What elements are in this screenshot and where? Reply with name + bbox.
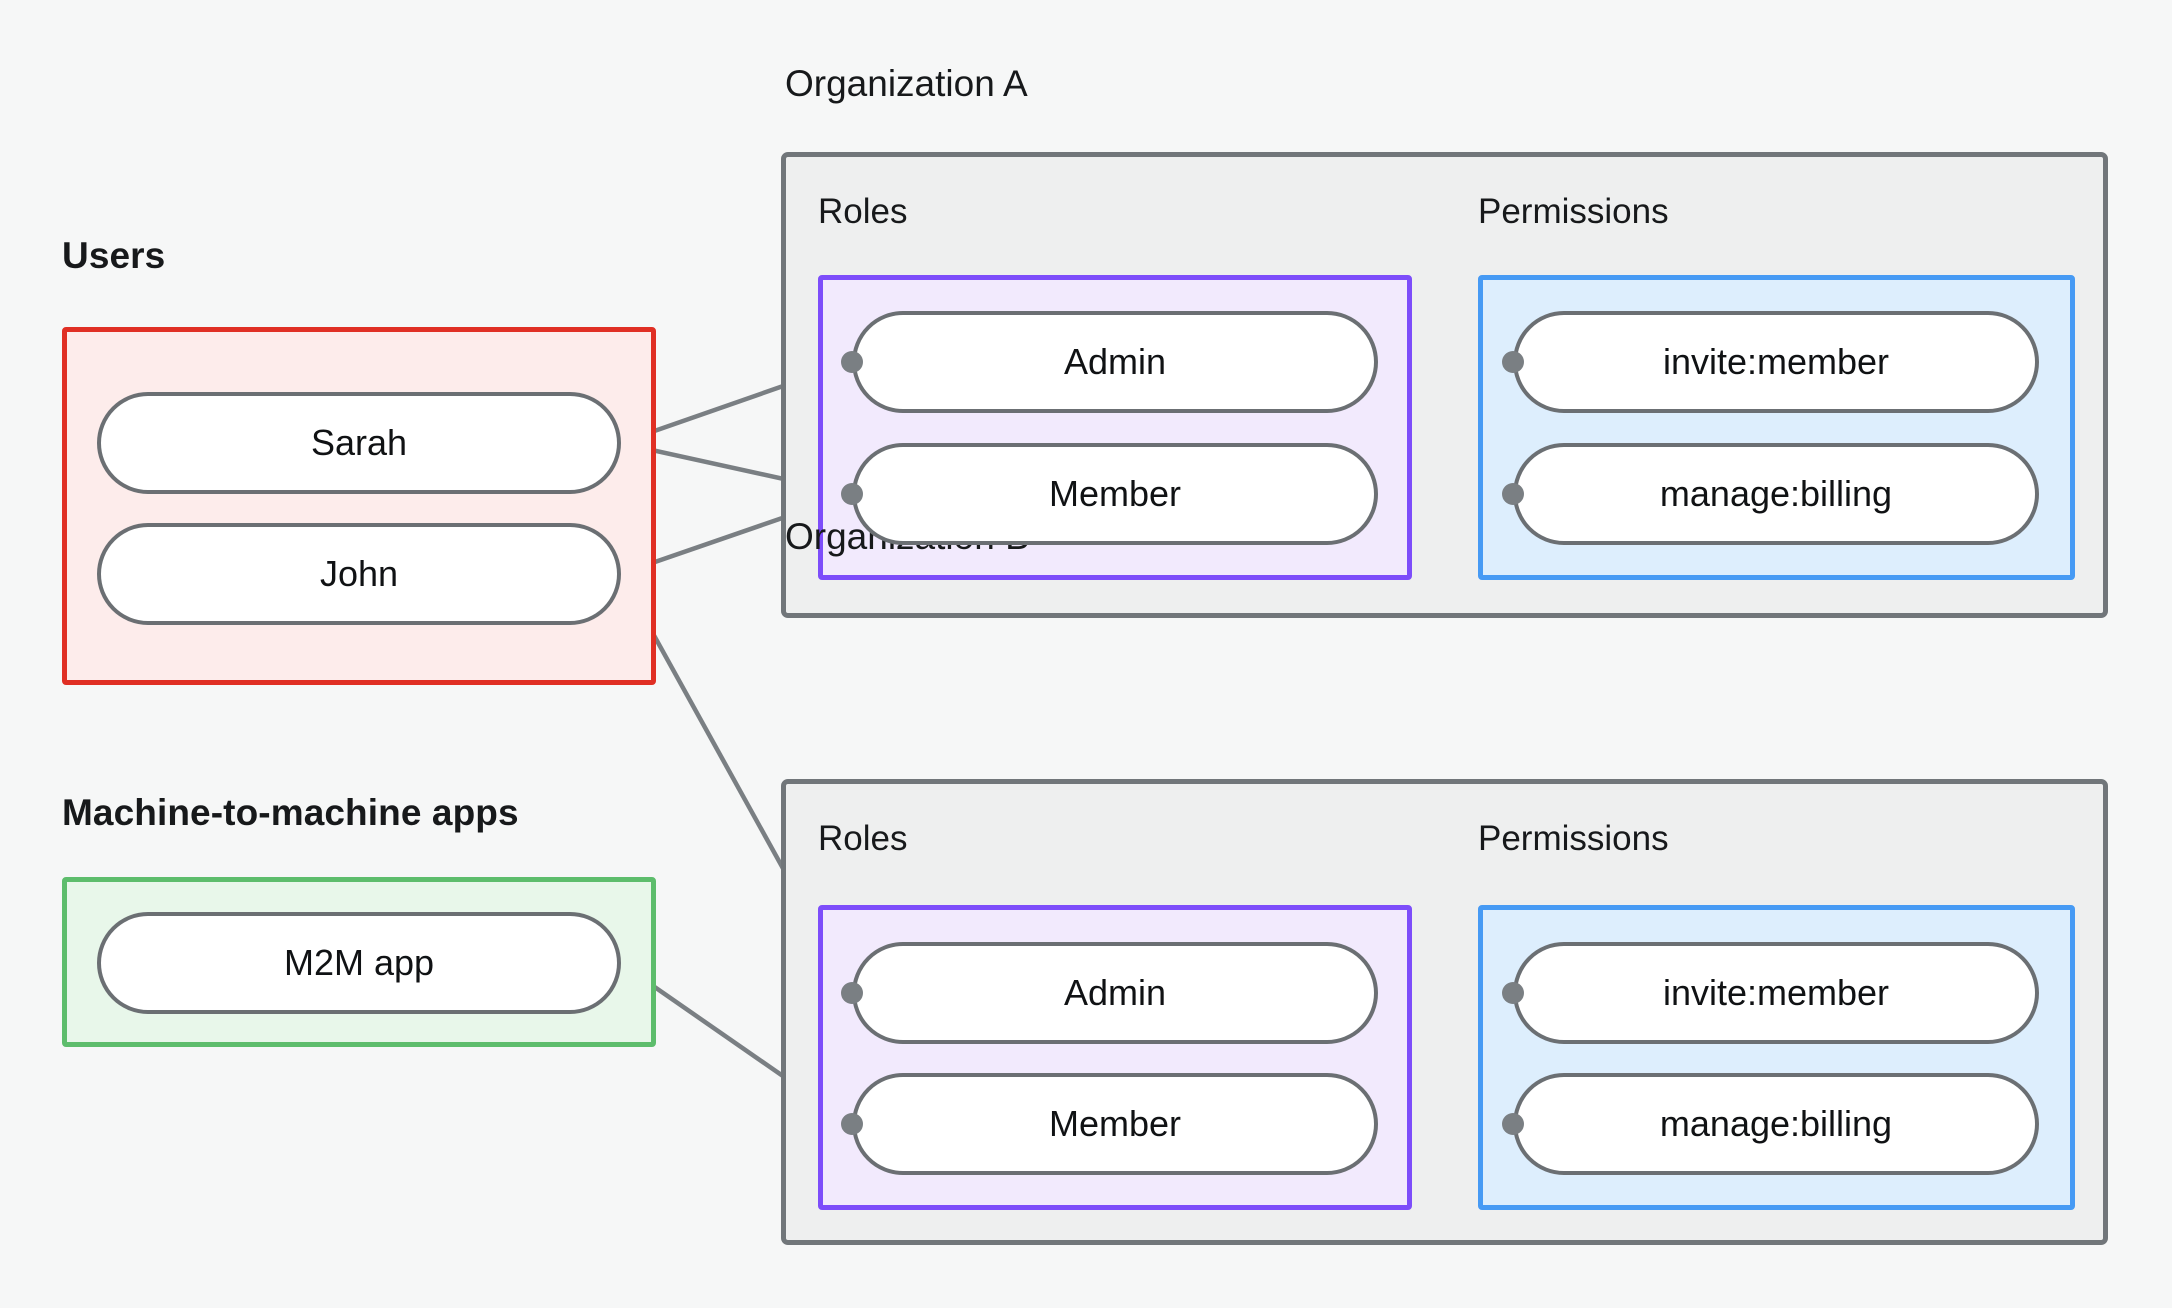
- connector-dot-orgA-member-in: [841, 483, 863, 505]
- org-b-role-pill-member[interactable]: Member: [852, 1073, 1378, 1175]
- org-a-permissions-title: Permissions: [1478, 192, 1669, 231]
- org-a-role-pill-member[interactable]: Member: [852, 443, 1378, 545]
- m2m-group-title: Machine-to-machine apps: [62, 792, 519, 833]
- org-b-role-pill-admin[interactable]: Admin: [852, 942, 1378, 1044]
- connector-dot-orgA-invite-member-in: [1502, 351, 1524, 373]
- org-a-permission-pill-manage-billing[interactable]: manage:billing: [1513, 443, 2039, 545]
- connector-dot-orgB-invite-member-in: [1502, 982, 1524, 1004]
- user-pill-sarah[interactable]: Sarah: [97, 392, 621, 494]
- org-a-permission-pill-invite-member[interactable]: invite:member: [1513, 311, 2039, 413]
- users-group-box: [62, 327, 656, 685]
- org-a-title: Organization A: [785, 63, 1028, 104]
- org-b-permissions-title: Permissions: [1478, 819, 1669, 858]
- org-b-roles-title: Roles: [818, 819, 908, 858]
- org-a-role-pill-admin[interactable]: Admin: [852, 311, 1378, 413]
- org-b-permission-pill-manage-billing[interactable]: manage:billing: [1513, 1073, 2039, 1175]
- org-a-roles-title: Roles: [818, 192, 908, 231]
- user-pill-john[interactable]: John: [97, 523, 621, 625]
- org-b-permission-pill-invite-member[interactable]: invite:member: [1513, 942, 2039, 1044]
- connector-dot-orgB-manage-billing-in: [1502, 1113, 1524, 1135]
- m2m-pill-app[interactable]: M2M app: [97, 912, 621, 1014]
- connector-dot-orgB-member-in: [841, 1113, 863, 1135]
- connector-dot-orgA-manage-billing-in: [1502, 483, 1524, 505]
- connector-dot-orgA-admin-in: [841, 351, 863, 373]
- connector-dot-orgB-admin-in: [841, 982, 863, 1004]
- users-group-title: Users: [62, 235, 166, 276]
